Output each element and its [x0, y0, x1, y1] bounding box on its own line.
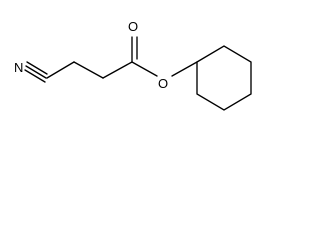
nitrile-triple-bond	[24, 61, 48, 83]
carbonyl-oxygen-label: O	[128, 19, 138, 34]
nitrile-carbon-to-ch2-bond	[46, 61, 75, 79]
ester-oxygen-label: O	[158, 76, 168, 91]
ester-oxygen-to-cyclohexyl-bond	[171, 61, 198, 77]
nitrogen-atom-label: N	[14, 60, 23, 75]
ch2-to-carbonyl-bond	[102, 61, 133, 79]
carbonyl-double-bond	[131, 36, 138, 63]
cyclohexyl-3-cyanopropanoate-structure: N O O	[14, 19, 252, 111]
ch2-to-ch2-bond	[73, 61, 104, 79]
cyclohexane-ring	[196, 45, 252, 111]
carbonyl-to-ester-oxygen-bond	[131, 61, 158, 77]
structure-canvas: N O O	[0, 0, 288, 111]
